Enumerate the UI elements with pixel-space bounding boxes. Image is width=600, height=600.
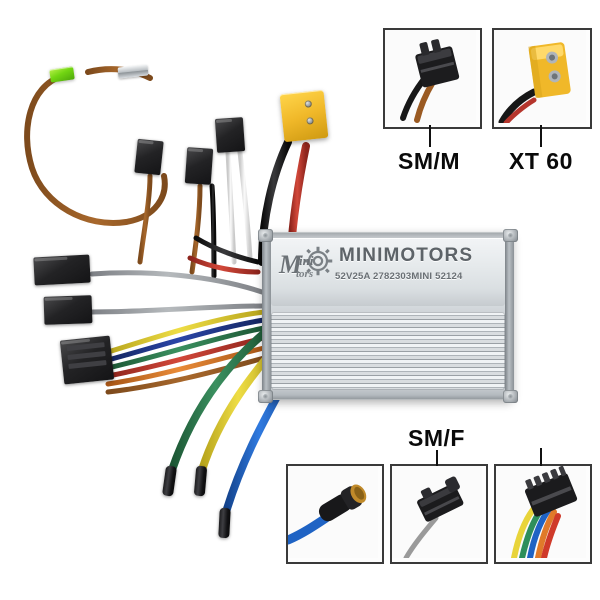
sm-connector-mid-3 xyxy=(214,117,246,153)
bullet-connector-blue xyxy=(218,507,231,539)
sm-connector-mid-2 xyxy=(184,147,214,185)
minimotors-logo: M ini tors xyxy=(279,244,335,288)
controller-label-face xyxy=(271,238,505,306)
leader-line-six-pin xyxy=(540,448,542,466)
controller-branding: MINIMOTORS 52V25A 2782303MINI 52124 xyxy=(335,246,503,282)
logo-letters-ini: ini xyxy=(299,253,314,268)
mounting-tab-top-left xyxy=(258,229,273,242)
logo-letter-m: M xyxy=(279,250,303,279)
callout-label-xt60: XT 60 xyxy=(509,148,573,174)
brand-name: MINIMOTORS xyxy=(339,245,474,266)
leader-line-sm-female xyxy=(436,450,438,466)
sm-connector-mid-1 xyxy=(134,138,164,176)
mounting-tab-bottom-left xyxy=(258,390,273,403)
inset-six-pin-connector xyxy=(494,464,592,564)
model-spec-text: 52V25A 2782303MINI 52124 xyxy=(335,271,463,282)
motor-controller: M ini tors MINIMOTORS 52V25A 2782303MINI… xyxy=(258,229,518,403)
inset-bullet-connector xyxy=(286,464,384,564)
mounting-tab-bottom-right xyxy=(503,390,518,403)
inset-xt60 xyxy=(492,28,592,129)
controller-rail-left xyxy=(262,234,271,398)
logo-letters-tors: tors xyxy=(296,268,314,280)
xt60-connector xyxy=(279,89,329,143)
controller-rail-right xyxy=(505,234,514,398)
sm-connector-left-1 xyxy=(33,254,91,286)
controller-heatsink-fins xyxy=(271,312,505,390)
leader-line-xt60 xyxy=(540,125,542,147)
six-pin-connector-left xyxy=(59,335,115,385)
gear-icon xyxy=(303,246,333,276)
inset-sm-female xyxy=(390,464,488,564)
sm-connector-left-2 xyxy=(43,295,93,325)
callout-label-sm-female: SM/F xyxy=(408,425,465,451)
inset-sm-male xyxy=(383,28,482,129)
mounting-tab-top-right xyxy=(503,229,518,242)
callout-label-sm-male: SM/M xyxy=(398,148,461,174)
leader-line-sm-male xyxy=(429,125,431,147)
